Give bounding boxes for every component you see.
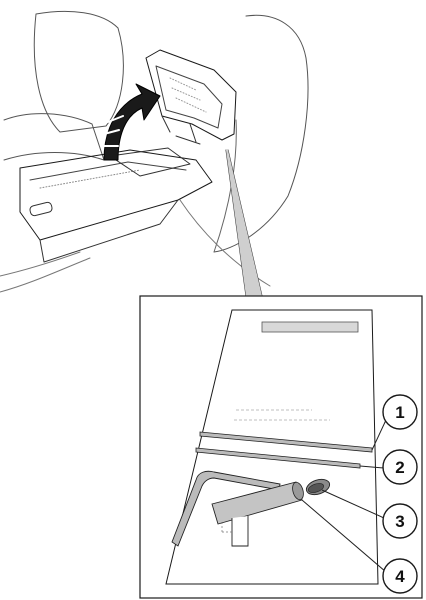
- callout-3: 3: [383, 504, 417, 538]
- centre-console-body: [20, 150, 212, 240]
- console-front-grille: [40, 170, 140, 188]
- console-front-panel: [40, 200, 178, 262]
- callout-3-number: 3: [395, 512, 404, 531]
- callout-1-number: 1: [395, 403, 404, 422]
- bag-label-band: [262, 322, 358, 332]
- callout-4: 4: [383, 559, 417, 593]
- open-direction-arrow: [104, 84, 160, 160]
- callout-2-number: 2: [395, 458, 404, 477]
- seat-cushion-left: [4, 114, 104, 160]
- vehicle-interior-scene: [0, 11, 308, 296]
- console-latch: [29, 201, 53, 216]
- callout-2: 2: [383, 450, 417, 484]
- zoom-leader-fill: [226, 150, 262, 296]
- callout-4-number: 4: [395, 567, 405, 586]
- console-lid-opening: [110, 148, 190, 176]
- callout-1: 1: [383, 395, 417, 429]
- tool-kit-inset: 1 2 3 4: [140, 296, 422, 598]
